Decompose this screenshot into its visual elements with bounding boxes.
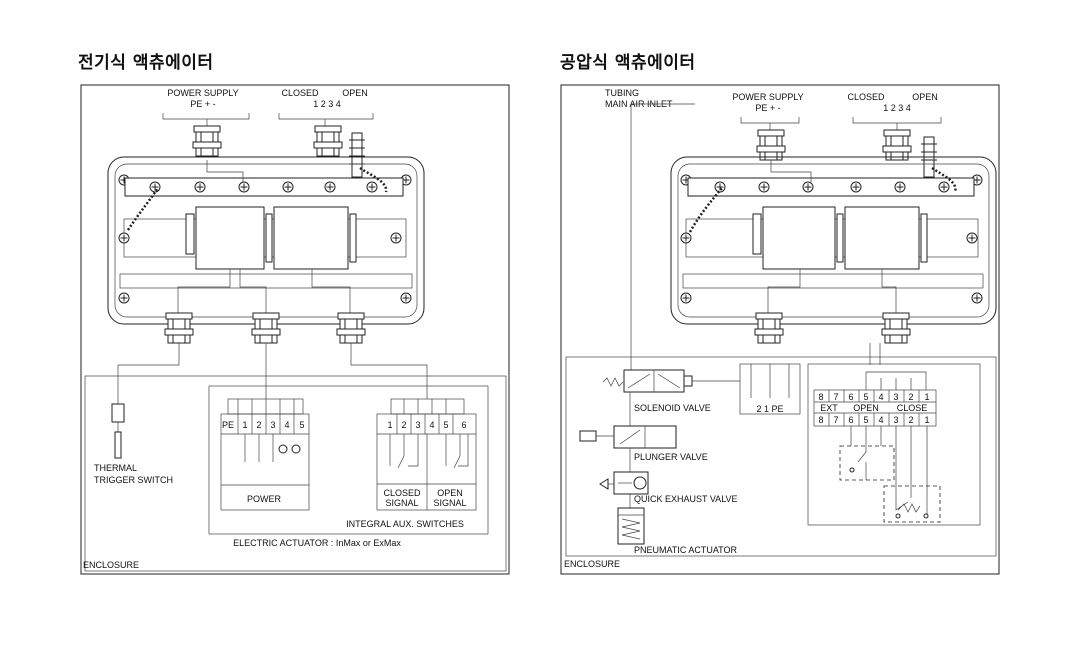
open-switch-box — [883, 485, 941, 523]
right-closed-label: CLOSED — [847, 92, 885, 102]
right-bottom-gland-2 — [881, 312, 911, 344]
left-actuator-box — [208, 385, 489, 535]
pneumatic-diagram: TUBING MAIN AIR INLET POWER SUPPLY PE + … — [560, 84, 1000, 575]
tubing-label: TUBING — [605, 88, 639, 98]
right-switch-body-2 — [844, 206, 920, 270]
right-open-label: OPEN — [912, 92, 938, 102]
left-power-supply-label: POWER SUPPLY — [167, 88, 238, 98]
thermal-label: THERMAL — [94, 463, 137, 473]
aux-term-1: 1 — [387, 420, 392, 430]
left-bottom-gland-1 — [164, 312, 194, 344]
right-housing — [670, 156, 997, 325]
right-top-gland-1 — [756, 129, 786, 161]
closed-signal-2: SIGNAL — [385, 498, 418, 508]
right-outer-frame — [560, 84, 1000, 575]
strip-top-3: 3 — [893, 392, 898, 402]
pneumatic-actuator-label: PNEUMATIC ACTUATOR — [634, 545, 738, 555]
right-bottom-gland-1 — [754, 312, 784, 344]
strip-bottom-3: 3 — [893, 415, 898, 425]
left-outer-frame — [80, 84, 510, 575]
strip-open: OPEN — [853, 403, 879, 413]
strip-top-1: 1 — [924, 392, 929, 402]
left-closed-label: CLOSED — [281, 88, 319, 98]
left-switch-body-1 — [195, 206, 265, 270]
open-signal-2: SIGNAL — [433, 498, 466, 508]
right-switch-body-1 — [762, 206, 836, 270]
left-top-gland-2 — [313, 125, 343, 157]
left-enclosure — [84, 375, 507, 572]
pneumatic-actuator-symbol — [617, 507, 645, 545]
right-enclosure-label: ENCLOSURE — [564, 559, 620, 569]
terminal-strip — [813, 389, 937, 427]
closed-signal-1: CLOSED — [383, 488, 421, 498]
right-power-terms: PE + - — [755, 103, 780, 113]
thermal-switch-symbol — [111, 403, 125, 423]
strip-bottom-4: 4 — [878, 415, 883, 425]
left-open-label: OPEN — [342, 88, 368, 98]
power-term-3: 3 — [270, 420, 275, 430]
aux-term-3: 3 — [415, 420, 420, 430]
right-power-supply-label: POWER SUPPLY — [732, 92, 803, 102]
solenoid-valve-label: SOLENOID VALVE — [634, 403, 711, 413]
strip-bottom-2: 2 — [908, 415, 913, 425]
open-signal-1: OPEN — [437, 488, 463, 498]
plunger-valve-label: PLUNGER VALVE — [634, 452, 708, 462]
strip-top-4: 4 — [878, 392, 883, 402]
power-term-1: 1 — [242, 420, 247, 430]
strip-top-5: 5 — [863, 392, 868, 402]
power-term-2: 2 — [256, 420, 261, 430]
strip-top-6: 6 — [848, 392, 853, 402]
right-enclosure — [565, 356, 997, 557]
terminal-box — [807, 363, 981, 526]
aux-term-2: 2 — [401, 420, 406, 430]
electric-actuator-title: 전기식 액츄에이터 — [78, 53, 214, 73]
strip-bottom-6: 6 — [848, 415, 853, 425]
aux-term-4: 4 — [429, 420, 434, 430]
left-top-gland-1 — [192, 125, 222, 157]
strip-ext: EXT — [820, 403, 838, 413]
strip-bottom-5: 5 — [863, 415, 868, 425]
strip-top-7: 7 — [833, 392, 838, 402]
electric-actuator-label: ELECTRIC ACTUATOR : InMax or ExMax — [233, 538, 401, 548]
strip-bottom-8: 8 — [818, 415, 823, 425]
closed-switch-box — [839, 445, 895, 481]
pneumatic-actuator-title: 공압식 액츄에이터 — [560, 53, 696, 73]
strip-top-8: 8 — [818, 392, 823, 402]
integral-aux-label: INTEGRAL AUX. SWITCHES — [346, 519, 464, 529]
left-power-terms: PE + - — [190, 99, 215, 109]
solenoid-terms: 2 1 PE — [756, 404, 783, 414]
trigger-switch-label: TRIGGER SWITCH — [94, 475, 173, 485]
right-term-numbers: 1 2 3 4 — [883, 103, 911, 113]
left-bottom-gland-2 — [251, 312, 281, 344]
right-top-gland-2 — [882, 129, 912, 161]
power-term-5: 5 — [299, 420, 304, 430]
power-term-pe: PE — [222, 420, 234, 430]
left-switch-body-2 — [273, 206, 349, 270]
strip-close: CLOSE — [897, 403, 928, 413]
left-term-numbers: 1 2 3 4 — [313, 99, 341, 109]
strip-top-2: 2 — [908, 392, 913, 402]
power-block-label: POWER — [247, 494, 282, 504]
strip-bottom-1: 1 — [924, 415, 929, 425]
electric-diagram: POWER SUPPLY PE + - CLOSED OPEN 1 2 3 4 — [80, 84, 510, 575]
aux-term-5: 5 — [443, 420, 448, 430]
aux-term-6: 6 — [461, 420, 466, 430]
left-enclosure-label: ENCLOSURE — [83, 560, 139, 570]
strip-bottom-7: 7 — [833, 415, 838, 425]
power-term-4: 4 — [284, 420, 289, 430]
left-bottom-gland-3 — [336, 312, 366, 344]
quick-exhaust-label: QUICK EXHAUST VALVE — [634, 494, 738, 504]
